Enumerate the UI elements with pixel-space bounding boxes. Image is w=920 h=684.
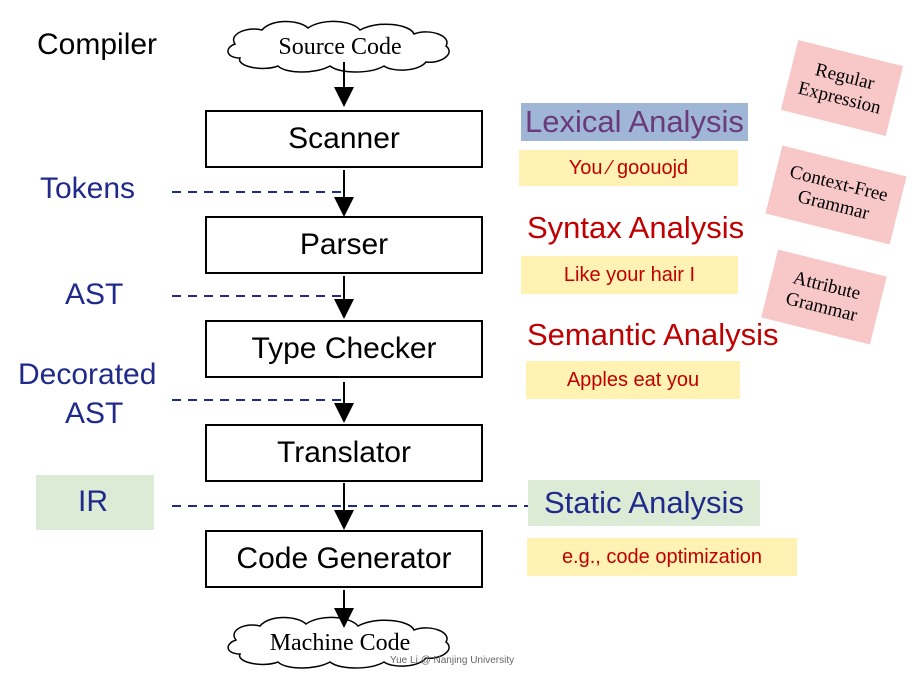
source-cloud — [227, 20, 450, 73]
tokens-label: Tokens — [40, 172, 136, 205]
translator-label: Translator — [277, 436, 411, 469]
lexical-example: You ⁄ goouojd — [519, 150, 738, 186]
decorated-ast-label: AST — [65, 397, 124, 430]
ir-highlight — [36, 475, 154, 530]
type-checker-box: Type Checker — [205, 320, 483, 378]
footer-credit: Yue Li @ Nanjing University — [390, 655, 515, 666]
static-example: e.g., code optimization — [527, 538, 797, 576]
diagram-title: Compiler — [37, 28, 158, 61]
code-generator-label: Code Generator — [236, 542, 452, 575]
semantic-analysis-label: Semantic Analysis — [527, 317, 779, 352]
scanner-label: Scanner — [288, 122, 400, 155]
ast-label: AST — [65, 278, 124, 311]
machine-cloud — [227, 616, 450, 669]
translator-box: Translator — [205, 424, 483, 482]
machine-code-label: Machine Code — [269, 630, 411, 656]
syntax-analysis-label: Syntax Analysis — [527, 210, 745, 245]
source-code-label: Source Code — [278, 34, 402, 60]
scanner-box: Scanner — [205, 110, 483, 168]
type-checker-label: Type Checker — [251, 332, 437, 365]
code-generator-box: Code Generator — [205, 530, 483, 588]
semantic-example: Apples eat you — [526, 361, 740, 399]
decorated-label: Decorated — [18, 358, 157, 391]
parser-label: Parser — [299, 228, 389, 261]
lexical-analysis-label: Lexical Analysis — [521, 103, 748, 141]
static-analysis-label: Static Analysis — [528, 480, 760, 526]
syntax-example: Like your hair I — [521, 256, 738, 294]
parser-box: Parser — [205, 216, 483, 274]
ir-label: IR — [78, 485, 108, 518]
